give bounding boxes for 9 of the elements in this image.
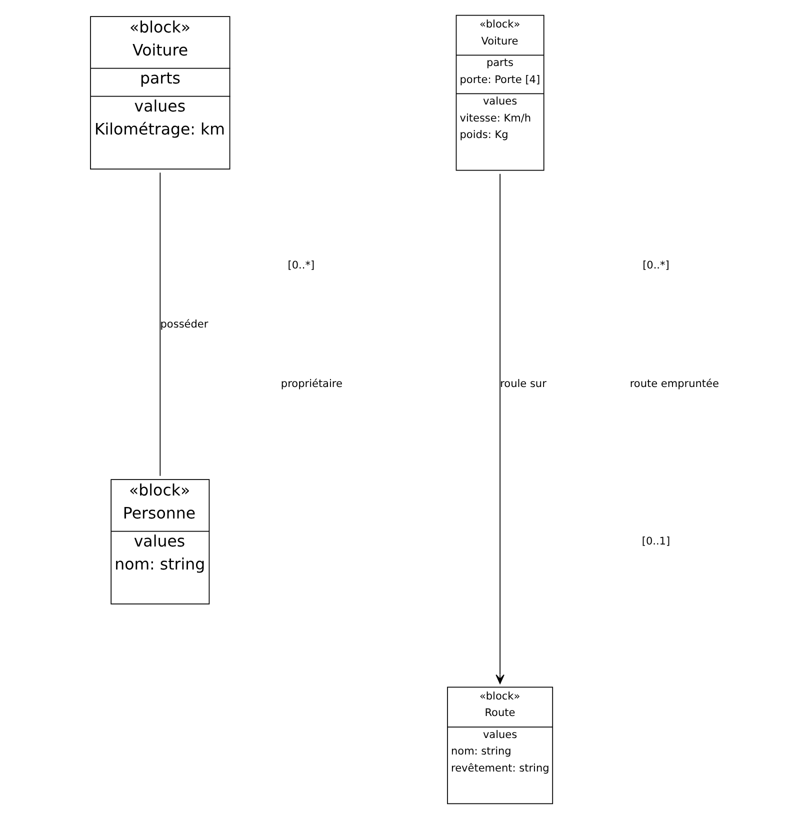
connector — [160, 172, 161, 476]
edge-label: posséder — [160, 318, 208, 331]
label: [0..*] — [288, 260, 315, 272]
edge-label: roule sur — [500, 378, 546, 390]
label: propriétaire — [280, 378, 342, 390]
label: route empruntée — [630, 378, 719, 390]
label: [0..1] — [642, 535, 670, 548]
label: [0..*] — [642, 260, 670, 272]
arrow — [496, 173, 504, 684]
